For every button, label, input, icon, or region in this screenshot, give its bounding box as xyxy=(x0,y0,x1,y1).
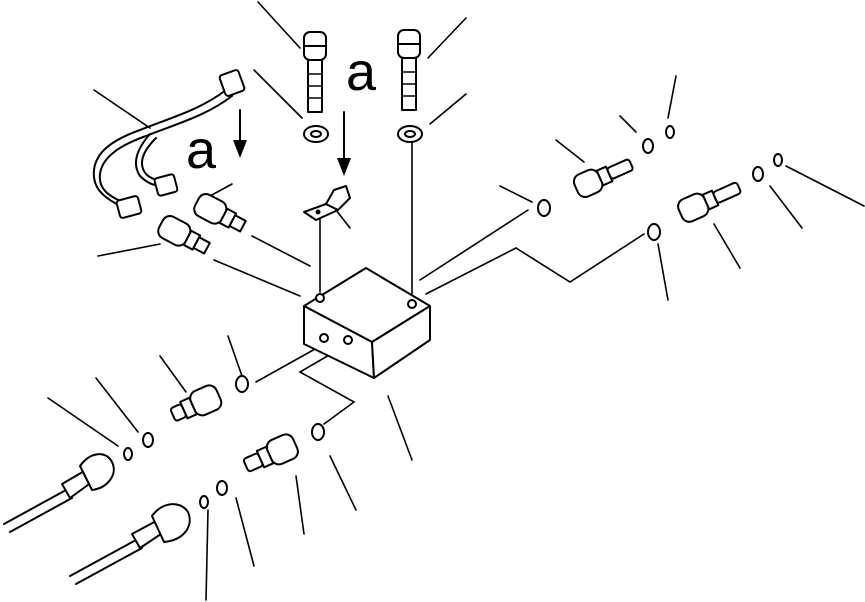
pressure-switch-upper xyxy=(193,193,247,233)
o-rings-right xyxy=(537,125,783,241)
pressure-switch-lower-middle xyxy=(242,433,299,473)
pressure-switch-lower-left xyxy=(169,384,223,422)
pressure-switch-upper-right xyxy=(572,158,634,198)
callout-a-left: a xyxy=(186,120,217,180)
bolt-left xyxy=(303,31,327,113)
connector-icon xyxy=(218,69,246,97)
connector-icon xyxy=(153,173,179,197)
callout-a-right: a xyxy=(346,42,377,102)
arrow-right xyxy=(337,111,351,176)
pressure-switch-right xyxy=(677,181,742,223)
connector-icon xyxy=(115,195,143,219)
washer-left xyxy=(303,125,329,143)
pressure-switch-lower xyxy=(157,215,211,255)
washer-right xyxy=(397,125,423,143)
clamp xyxy=(303,185,351,221)
leader-lines xyxy=(47,1,865,601)
cable-connector-lower xyxy=(69,503,191,585)
o-rings-left xyxy=(123,375,325,509)
bolt-right xyxy=(397,29,421,111)
wiring-harness xyxy=(92,69,246,219)
junction-block xyxy=(303,267,431,379)
assembly-lines xyxy=(213,141,645,425)
cable-connector-upper xyxy=(3,453,115,533)
arrow-left xyxy=(233,109,247,158)
